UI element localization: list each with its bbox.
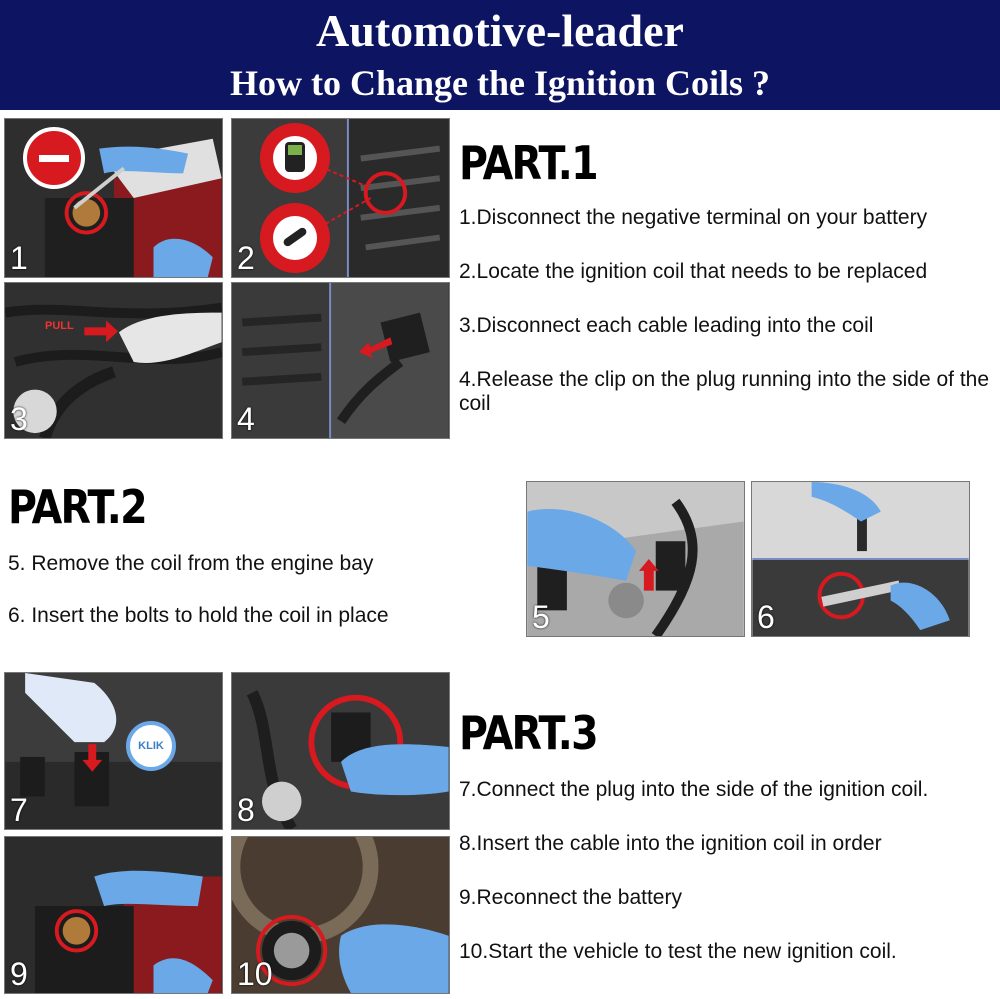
ignition-start-illustration	[232, 837, 449, 993]
brand-title: Automotive-leader	[316, 5, 684, 56]
step-image-2: 2	[231, 118, 450, 278]
step-number: 8	[237, 792, 255, 828]
step-number: 1	[10, 240, 28, 276]
step-image-5: 5	[526, 481, 745, 637]
battery-reconnect-illustration	[5, 837, 222, 993]
step-image-4: 4	[231, 282, 450, 439]
part2-step-6: 6. Insert the bolts to hold the coil in …	[8, 604, 389, 627]
step-number: 5	[532, 599, 550, 635]
step-image-7: KLIK 7	[4, 672, 223, 830]
clip-release-illustration	[232, 283, 449, 438]
obd-scanner-icon	[260, 123, 330, 193]
part1-step-3: 3.Disconnect each cable leading into the…	[459, 314, 874, 337]
step-number: 7	[10, 792, 28, 828]
step-image-6: 6	[751, 481, 970, 637]
klik-label: KLIK	[138, 740, 164, 752]
step-image-10: 10	[231, 836, 450, 994]
minus-sign-icon	[23, 127, 85, 189]
cable-pull-illustration	[5, 283, 222, 438]
bolt-insert-illustration	[752, 482, 969, 636]
connector-plug-icon	[260, 203, 330, 273]
part3-title: PART.3	[459, 706, 599, 760]
part1-step-2: 2.Locate the ignition coil that needs to…	[459, 260, 928, 283]
part3-step-10: 10.Start the vehicle to test the new ign…	[459, 940, 897, 963]
plug-connect-illustration	[5, 673, 222, 829]
pull-label: PULL	[45, 320, 74, 332]
step-number: 6	[757, 599, 775, 635]
part2-title: PART.2	[8, 480, 148, 534]
step-image-8: 8	[231, 672, 450, 830]
part3-step-7: 7.Connect the plug into the side of the …	[459, 778, 929, 801]
step-number: 10	[237, 956, 273, 992]
part1-title: PART.1	[459, 136, 599, 190]
step-image-3: PULL 3	[4, 282, 223, 439]
page-subtitle: How to Change the Ignition Coils ?	[229, 63, 771, 103]
part1-step-4: 4.Release the clip on the plug running i…	[459, 368, 990, 415]
step-image-9: 9	[4, 836, 223, 994]
part1-step-1: 1.Disconnect the negative terminal on yo…	[459, 206, 928, 229]
coil-removal-illustration	[527, 482, 744, 636]
step-image-1: 1	[4, 118, 223, 278]
step-number: 4	[237, 401, 255, 437]
part2-step-5: 5. Remove the coil from the engine bay	[8, 552, 374, 575]
header-banner: Automotive-leader How to Change the Igni…	[0, 0, 1000, 110]
part3-step-8: 8.Insert the cable into the ignition coi…	[459, 832, 882, 855]
step-number: 9	[10, 956, 28, 992]
step-number: 2	[237, 240, 255, 276]
klik-badge: KLIK	[126, 721, 176, 771]
cable-insert-illustration	[232, 673, 449, 829]
part3-step-9: 9.Reconnect the battery	[459, 886, 682, 909]
step-number: 3	[10, 401, 28, 437]
battery-illustration	[5, 119, 222, 277]
